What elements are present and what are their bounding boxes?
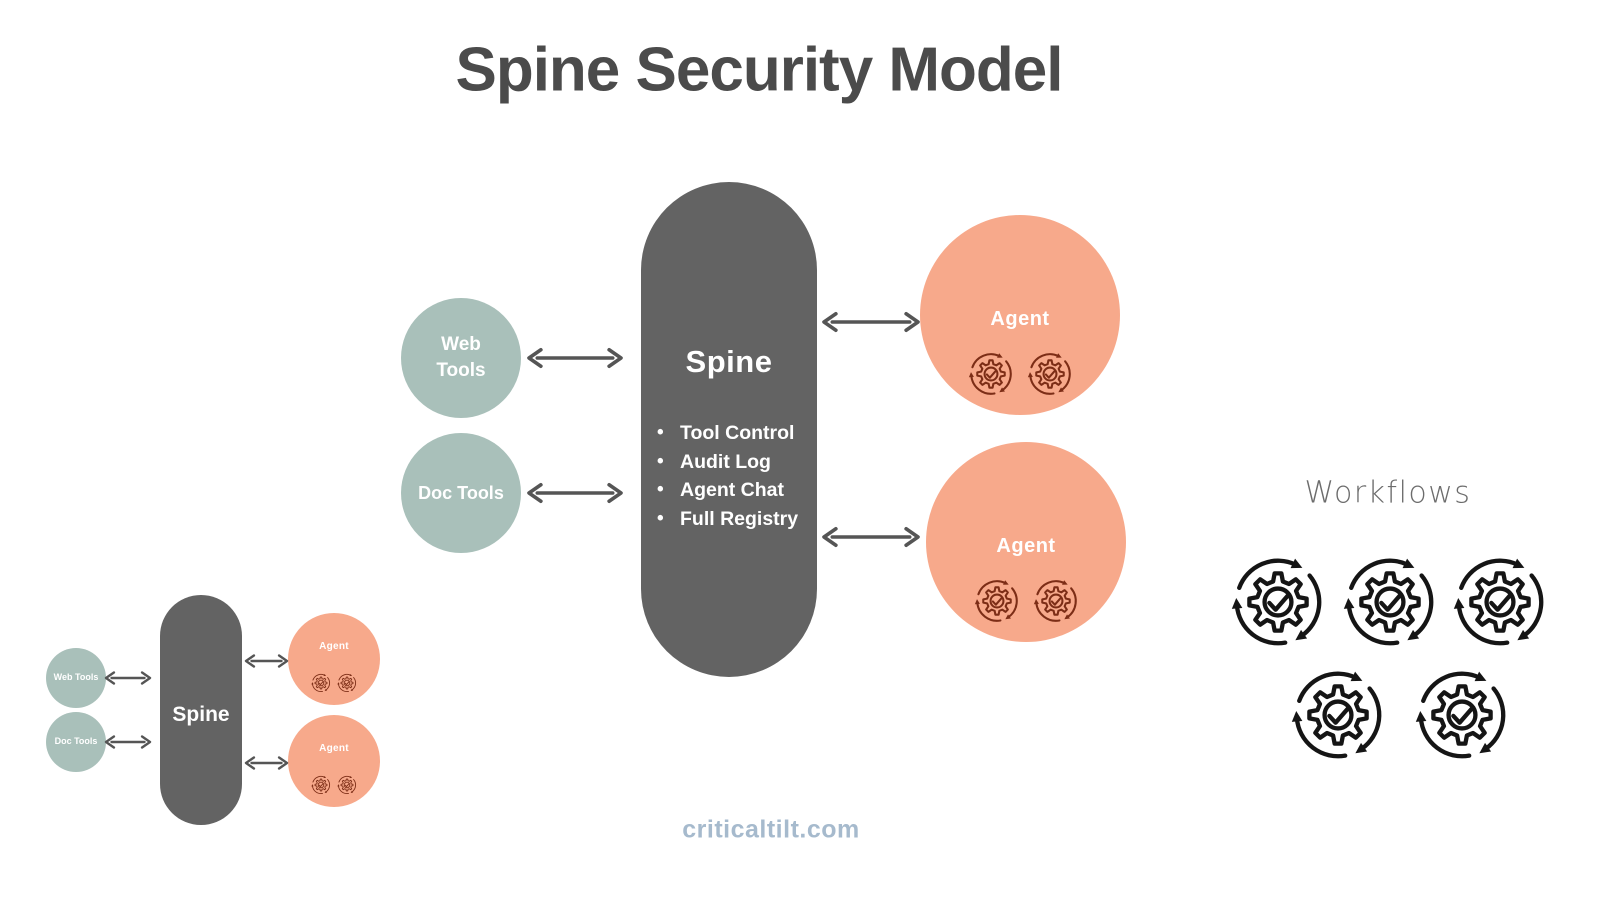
spine-feature: Audit Log bbox=[657, 448, 813, 477]
agent-node: Agent bbox=[920, 215, 1120, 415]
web-tools-node: Web Tools bbox=[401, 298, 521, 418]
workflow-gear-icon bbox=[1452, 554, 1548, 650]
spine-feature: Full Registry bbox=[657, 505, 813, 534]
page-title: Spine Security Model bbox=[455, 35, 1063, 105]
agent-label: Agent bbox=[319, 641, 349, 652]
bidirectional-arrow bbox=[822, 310, 920, 334]
workflow-gear-icon bbox=[1290, 667, 1386, 763]
website-link[interactable]: criticaltilt.com bbox=[682, 815, 860, 844]
workflow-gear-icon bbox=[311, 673, 331, 693]
mini-agent-node: Agent bbox=[288, 613, 380, 705]
workflow-gear-icon bbox=[337, 673, 357, 693]
agent-node: Agent bbox=[926, 442, 1126, 642]
workflows-label: Workflows bbox=[1304, 475, 1472, 511]
spine-node-title: Spine bbox=[685, 344, 773, 379]
agent-gear-icons bbox=[311, 775, 357, 795]
mini-web-tools-node: Web Tools bbox=[46, 648, 106, 708]
mini-spine-node: Spine bbox=[160, 595, 242, 825]
mini-spine-label: Spine bbox=[172, 703, 230, 726]
agent-label: Agent bbox=[319, 743, 349, 754]
spine-feature: Agent Chat bbox=[657, 476, 813, 505]
bidirectional-arrow bbox=[527, 481, 623, 505]
workflow-gear-icon bbox=[337, 775, 357, 795]
workflow-gear-icon bbox=[1414, 667, 1510, 763]
mini-agent-node: Agent bbox=[288, 715, 380, 807]
workflow-gear-icon bbox=[968, 351, 1014, 397]
doc-tools-node: Doc Tools bbox=[401, 433, 521, 553]
agent-label: Agent bbox=[990, 308, 1050, 330]
spine-feature-list: Tool Control Audit Log Agent Chat Full R… bbox=[657, 419, 813, 533]
workflow-gear-icon bbox=[1027, 351, 1073, 397]
bidirectional-arrow bbox=[244, 654, 289, 668]
agent-gear-icons bbox=[311, 673, 357, 693]
agent-gear-icons bbox=[968, 351, 1073, 397]
bidirectional-arrow bbox=[527, 346, 623, 370]
bidirectional-arrow bbox=[104, 671, 152, 685]
workflow-gear-icon bbox=[311, 775, 331, 795]
workflow-gear-icon bbox=[974, 578, 1020, 624]
bidirectional-arrow bbox=[244, 756, 289, 770]
spine-feature: Tool Control bbox=[657, 419, 813, 448]
workflow-gear-icon bbox=[1342, 554, 1438, 650]
spine-node: Spine Tool Control Audit Log Agent Chat … bbox=[641, 182, 817, 677]
agent-gear-icons bbox=[974, 578, 1079, 624]
bidirectional-arrow bbox=[822, 525, 920, 549]
bidirectional-arrow bbox=[104, 735, 152, 749]
mini-doc-tools-node: Doc Tools bbox=[46, 712, 106, 772]
workflow-gear-icon bbox=[1033, 578, 1079, 624]
agent-label: Agent bbox=[996, 535, 1056, 557]
workflow-gear-icon bbox=[1230, 554, 1326, 650]
